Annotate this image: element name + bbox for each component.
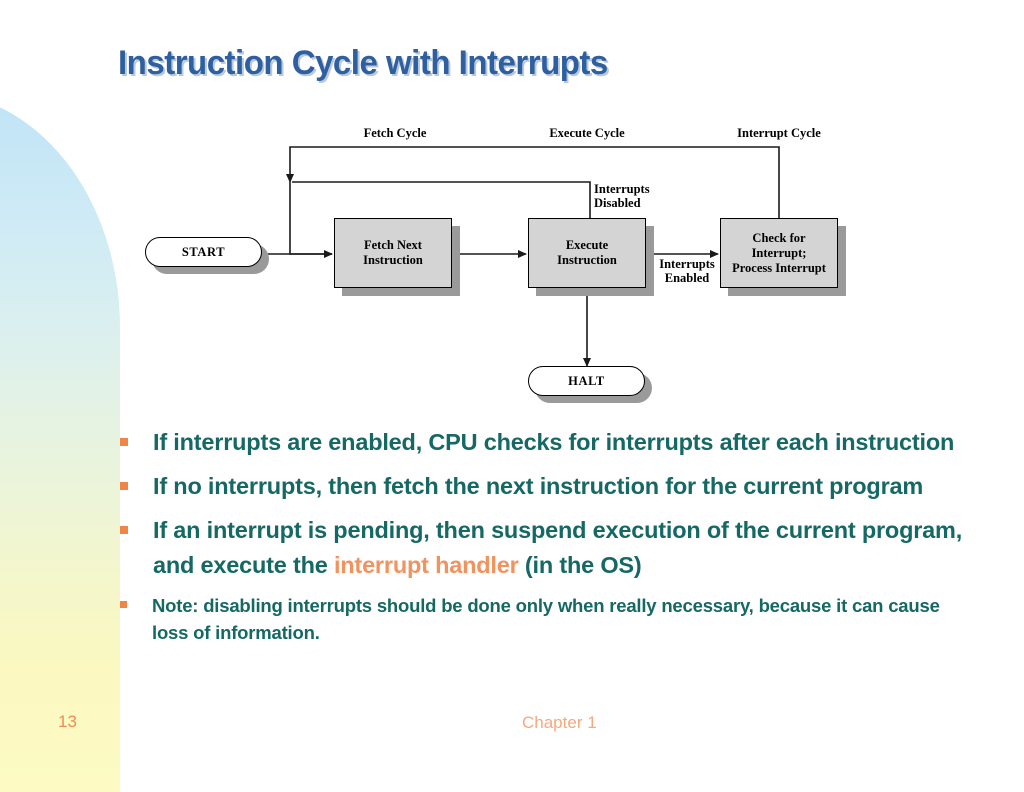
bullet-text: If no interrupts, then fetch the next in… [153, 469, 923, 504]
bullet-text-segment: If no interrupts, then fetch the next in… [153, 473, 924, 499]
edge-label-interrupts-disabled: Interrupts Disabled [594, 182, 714, 210]
edge-label-interrupts-enabled-line1: Interrupts [659, 257, 715, 271]
node-fetch-next-instruction: Fetch Next Instruction [334, 218, 452, 288]
slide-canvas: Instruction Cycle with Interrupts [0, 44, 980, 792]
list-item: If no interrupts, then fetch the next in… [120, 469, 980, 504]
bullet-square-icon [120, 482, 128, 490]
edge-label-interrupts-disabled-line1: Interrupts [594, 182, 650, 196]
page-title: Instruction Cycle with Interrupts [118, 44, 608, 82]
edge-label-interrupts-enabled: Interrupts Enabled [648, 257, 726, 285]
node-start: START [145, 237, 262, 267]
bullet-square-icon [120, 526, 128, 534]
node-interrupt-line1: Check for [752, 230, 806, 245]
phase-label-interrupt-cycle: Interrupt Cycle [737, 126, 821, 140]
bullet-list: If interrupts are enabled, CPU checks fo… [120, 425, 980, 655]
edge-label-interrupts-enabled-line2: Enabled [664, 271, 710, 285]
instruction-cycle-diagram: Fetch Cycle Execute Cycle Interrupt Cycl… [145, 126, 838, 396]
node-halt-label: HALT [568, 373, 605, 388]
node-interrupt-line3: Process Interrupt [732, 260, 826, 275]
footer-chapter-label: Chapter 1 [522, 713, 597, 732]
edge-label-interrupts-disabled-line2: Disabled [594, 196, 641, 210]
bullet-text: If interrupts are enabled, CPU checks fo… [153, 425, 954, 460]
node-fetch-line2: Instruction [363, 253, 423, 267]
bullet-text-segment: Note: disabling interrupts should be don… [152, 595, 940, 643]
bullet-text: If an interrupt is pending, then suspend… [153, 513, 980, 583]
phase-label-execute-cycle: Execute Cycle [549, 126, 625, 140]
bullet-square-icon [120, 601, 127, 608]
list-item: Note: disabling interrupts should be don… [120, 592, 980, 646]
page-number: 13 [58, 712, 77, 731]
phase-label-fetch-cycle: Fetch Cycle [363, 126, 427, 140]
node-execute-instruction: Execute Instruction [528, 218, 646, 288]
node-execute-line2: Instruction [557, 253, 617, 267]
list-item: If interrupts are enabled, CPU checks fo… [120, 425, 980, 460]
bullet-text-segment: If interrupts are enabled, CPU checks fo… [153, 429, 955, 455]
node-interrupt-line2: Interrupt; [751, 245, 807, 260]
bullet-text-segment: If an interrupt is pending, then suspend… [153, 517, 963, 578]
list-item: If an interrupt is pending, then suspend… [120, 513, 980, 583]
bullet-text-highlight: interrupt handler [333, 552, 519, 578]
node-execute-line1: Execute [565, 238, 609, 252]
bullet-text-note: Note: disabling interrupts should be don… [152, 592, 980, 646]
node-fetch-line1: Fetch Next [364, 238, 422, 252]
bullet-square-icon [120, 438, 128, 446]
diagram-connectors [262, 146, 780, 367]
bullet-text-segment: (in the OS) [518, 552, 642, 578]
node-check-for-interrupt: Check for Interrupt; Process Interrupt [720, 218, 838, 288]
node-start-label: START [181, 244, 226, 259]
node-halt: HALT [528, 366, 645, 396]
